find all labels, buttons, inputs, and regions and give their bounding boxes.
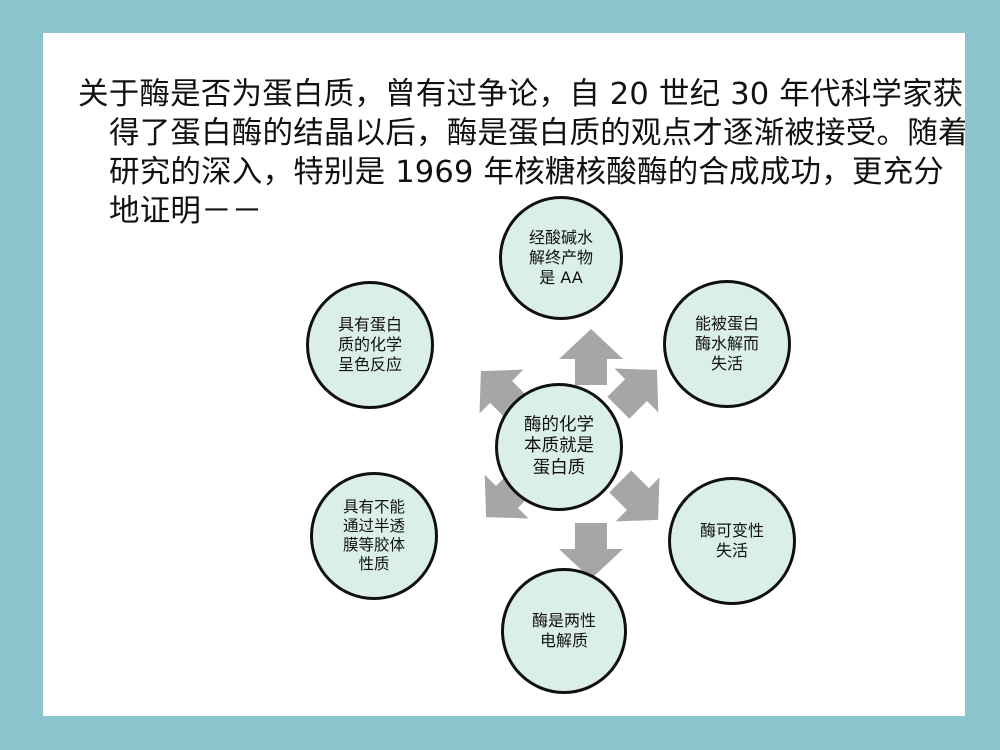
arrow-lower-right [609, 470, 660, 522]
arrow-upper-right [607, 368, 659, 419]
node-center[interactable]: 酶的化学 本质就是 蛋白质 [495, 383, 623, 511]
node-top-label: 经酸碱水 解终产物 是 AA [528, 228, 593, 287]
node-lower-left[interactable]: 具有不能 通过半透 膜等胶体 性质 [310, 472, 438, 600]
node-upper-left-label: 具有蛋白 质的化学 呈色反应 [337, 315, 402, 374]
node-bottom[interactable]: 酶是两性 电解质 [501, 568, 627, 694]
node-center-label: 酶的化学 本质就是 蛋白质 [524, 414, 594, 478]
node-lower-right[interactable]: 酶可变性 失活 [668, 477, 796, 605]
node-lower-right-label: 酶可变性 失活 [699, 521, 764, 560]
node-lower-left-label: 具有不能 通过半透 膜等胶体 性质 [342, 497, 405, 574]
arrow-down [559, 523, 623, 579]
node-bottom-label: 酶是两性 电解质 [531, 611, 596, 650]
heading-paragraph: 关于酶是否为蛋白质，曾有过争论，自 20 世纪 30 年代科学家获得了蛋白酶的结… [78, 76, 965, 229]
arrow-layer [479, 329, 660, 579]
radial-diagram: 酶的化学 本质就是 蛋白质 经酸碱水 解终产物 是 AA 能被蛋白 酶水解而 失… [43, 33, 965, 716]
arrow-up [559, 329, 623, 385]
slide-content-area: 关于酶是否为蛋白质，曾有过争论，自 20 世纪 30 年代科学家获得了蛋白酶的结… [43, 33, 965, 716]
node-top[interactable]: 经酸碱水 解终产物 是 AA [499, 196, 623, 320]
node-upper-left[interactable]: 具有蛋白 质的化学 呈色反应 [306, 281, 434, 409]
node-upper-right[interactable]: 能被蛋白 酶水解而 失活 [663, 280, 791, 408]
node-upper-right-label: 能被蛋白 酶水解而 失活 [694, 314, 759, 373]
